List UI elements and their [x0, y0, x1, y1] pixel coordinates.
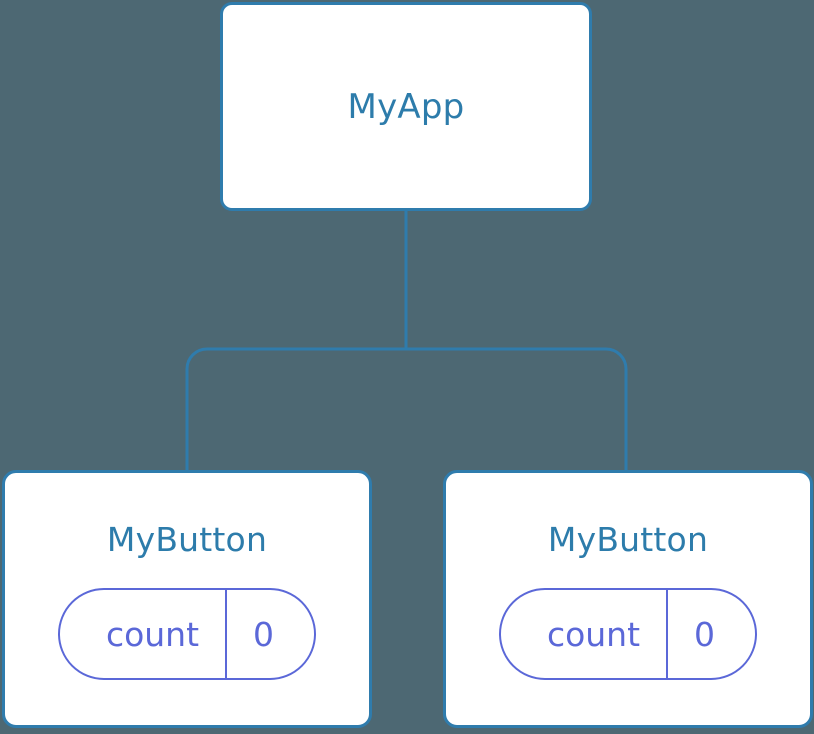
state-value: 0 [694, 614, 716, 654]
edge-myapp-to-mybutton-right [406, 347, 628, 472]
node-mybutton-right[interactable]: MyButton count 0 [443, 470, 813, 728]
edge-myapp-to-mybutton-left [185, 347, 406, 472]
node-mybutton-left[interactable]: MyButton count 0 [2, 470, 372, 728]
node-myapp[interactable]: MyApp [220, 2, 592, 211]
node-title: MyApp [347, 86, 465, 127]
state-key: count [546, 614, 641, 654]
state-pill[interactable]: count 0 [498, 588, 758, 680]
state-pill-divider [666, 590, 669, 678]
state-value: 0 [253, 614, 275, 654]
state-key: count [105, 614, 200, 654]
state-pill[interactable]: count 0 [57, 588, 317, 680]
node-title: MyButton [106, 520, 268, 559]
state-pill-divider [225, 590, 228, 678]
node-title: MyButton [547, 520, 709, 559]
